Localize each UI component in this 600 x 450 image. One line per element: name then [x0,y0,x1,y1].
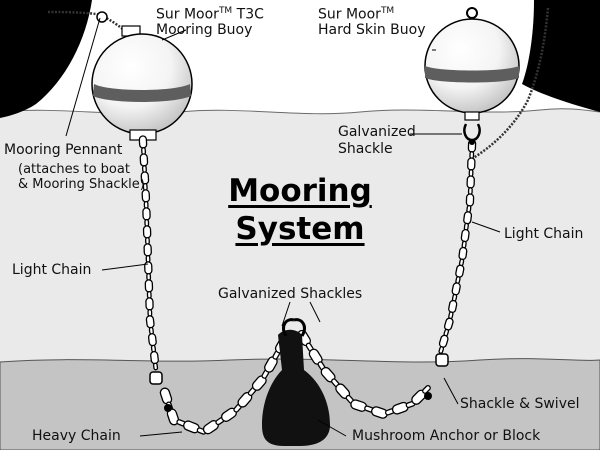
chain-link [467,187,473,195]
chain-link [144,218,150,227]
shackle-anchor-left [282,318,295,337]
label-light-chain-right: Light Chain [504,226,584,242]
diagram-title: Mooring System [212,172,388,248]
shackle-anchor-right [293,318,306,337]
chain-link [152,362,159,371]
label-heavy-chain: Heavy Chain [32,428,121,444]
title-line-1: Mooring [228,173,372,209]
label-hard-skin-brand: Sur Moor [318,6,381,23]
chain-link [466,175,475,189]
chain-link [460,228,470,243]
chain-link [142,225,152,239]
chain-link [145,297,154,311]
chain-link [143,200,149,209]
label-t3c-model: T3C [232,6,264,23]
label-hard-skin-buoy: Sur MoorTM Hard Skin Buoy [318,4,426,38]
label-anchor: Mushroom Anchor or Block [352,428,541,444]
label-hard-skin-line2: Hard Skin Buoy [318,21,426,38]
chain-link [422,385,431,394]
pennant-eye [96,11,108,23]
label-mooring-pennant: Mooring Pennant [4,142,123,158]
chain-link [469,151,475,159]
label-pennant-note-2: & Mooring Shackle) [18,177,145,192]
chain-link [150,350,159,365]
label-t3c-tm: TM [218,6,233,16]
galvanized-shackle-right-buoy [463,123,481,145]
chain-link [146,272,152,281]
light-chain-right [438,139,477,354]
label-t3c-brand: Sur Moor [156,6,219,23]
t3c-mooring-buoy [91,25,193,141]
label-galvanized-shackle-2: Shackle [338,141,393,157]
chain-link [145,254,151,263]
chain-link [142,207,151,221]
chain-link [458,246,468,261]
label-galvanized-shackle-1: Galvanized [338,124,416,140]
shackle-swivel-right [424,353,449,400]
chain-link [468,169,474,177]
chain-link [463,211,473,225]
label-hard-skin-tm: TM [380,6,395,16]
mooring-pennant-rope [47,10,125,31]
heavy-chain-right [296,329,431,419]
boat-hull-left [0,0,92,118]
light-chain-left [138,135,159,371]
label-light-chain-left: Light Chain [12,262,92,278]
pennant-rope-right [469,7,550,162]
chain-link [145,315,155,329]
hard-skin-buoy [424,7,520,121]
chain-link [146,290,152,299]
label-shackle-swivel: Shackle & Swivel [460,396,580,412]
label-galvanized-shackles: Galvanized Shackles [218,286,363,302]
chain-link [138,135,148,149]
title-line-2: System [235,211,365,247]
leader-lines [65,17,501,437]
chain-link [145,236,150,245]
chain-link [144,261,153,275]
label-t3c-line2: Mooring Buoy [156,21,253,38]
boat-hull-right [522,0,600,112]
label-pennant-note-1: (attaches to boat [18,162,130,177]
chain-link [438,346,445,354]
chain-link [144,279,154,293]
chain-link [467,157,476,171]
label-galvanized-shackle: Galvanized Shackle [338,124,416,158]
shackle-swivel-left [149,371,172,412]
chain-link [147,333,157,347]
label-t3c-buoy: Sur MoorTM T3C Mooring Buoy [156,4,264,38]
chain-link [465,193,475,207]
label-pennant-note: (attaches to boat & Mooring Shackle) [18,162,145,192]
mushroom-anchor [262,329,330,446]
chains [138,135,477,435]
chain-link [143,243,152,257]
